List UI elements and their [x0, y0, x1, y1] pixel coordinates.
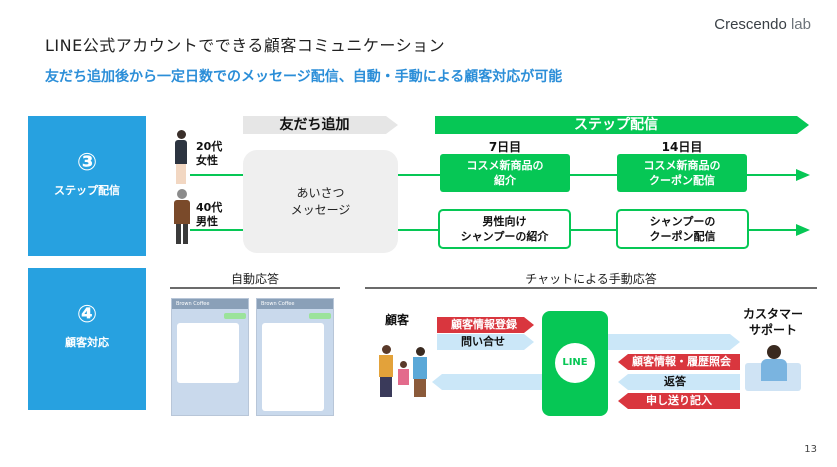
customer-support-label: カスタマー サポート [738, 306, 808, 338]
step-box-cosme-intro-l2: 紹介 [494, 174, 516, 187]
logo-lab: lab [790, 16, 811, 33]
arrow-to-support-head [730, 334, 740, 350]
greeting-line1: あいさつ [296, 185, 345, 200]
phone2-app-bar: Brown Coffee [257, 299, 333, 309]
friend-add-header: 友だち追加 [243, 116, 386, 134]
step-box-shampoo-intro-l2: シャンプーの紹介 [460, 230, 549, 243]
phone2-bot-bubble [262, 323, 324, 411]
step-box-cosme-intro-l1: コスメ新商品の [466, 159, 544, 172]
arrow-customer-lookup: 顧客情報・履歴照会 [628, 354, 740, 370]
manual-reply-header: チャットによる手動応答 [525, 272, 657, 286]
arrow-handover-head [618, 393, 628, 409]
page-title: LINE公式アカウントでできる顧客コミュニケーション [45, 36, 446, 55]
step-box-shampoo-coupon-l2: クーポン配信 [649, 230, 716, 243]
step-box-shampoo-coupon-l1: シャンプーの [649, 215, 716, 228]
arrow-reply-head [618, 374, 628, 390]
auto-reply-phone-2: Brown Coffee [256, 298, 334, 416]
customer-label: 顧客 [385, 313, 410, 327]
support-section-text: 顧客対応 [65, 336, 109, 349]
step-box-cosme-coupon-l2: クーポン配信 [649, 174, 715, 187]
day14-label: 14日目 [661, 140, 703, 154]
support-section-num: ④ [76, 300, 98, 328]
manual-reply-underline [365, 287, 817, 289]
line-logo-icon: LINE [555, 343, 595, 383]
arrow-register-info-head [524, 317, 534, 333]
step-delivery-header-arrow [797, 116, 809, 134]
female-persona-icon [172, 130, 190, 188]
phone1-bot-bubble [177, 323, 239, 383]
line-app-phone: LINE [542, 311, 608, 416]
phone1-app-bar: Brown Coffee [172, 299, 248, 309]
customer-family-icon [372, 345, 432, 400]
brand-logo: Crescendo lab [714, 16, 811, 33]
friend-add-header-arrow [386, 116, 398, 134]
greeting-message-box: あいさつ メッセージ [243, 150, 398, 253]
arrow-lookup-head [618, 354, 628, 370]
persona2-gender: 男性 [196, 215, 218, 228]
arrow-handover-note: 申し送り記入 [628, 393, 740, 409]
auto-reply-underline [170, 287, 340, 289]
step-section-text: ステップ配信 [54, 184, 120, 197]
step-box-shampoo-coupon: シャンプーの クーポン配信 [616, 209, 749, 249]
phone2-user-bubble [309, 313, 331, 319]
logo-main: Crescendo [714, 16, 787, 33]
persona1-gender: 女性 [196, 154, 218, 167]
step-section-label: ③ ステップ配信 [28, 116, 146, 256]
day7-label: 7日目 [488, 140, 522, 154]
support-label-l1: カスタマー [742, 307, 803, 321]
male-persona-icon [172, 189, 192, 245]
page-number: 13 [804, 444, 817, 455]
support-section-label: ④ 顧客対応 [28, 268, 146, 410]
step-box-cosme-coupon-l1: コスメ新商品の [643, 159, 721, 172]
persona1-age: 20代 [196, 140, 223, 153]
step-box-shampoo-intro-l1: 男性向け [482, 215, 527, 228]
support-agent-icon [745, 345, 805, 395]
step-section-num: ③ [76, 148, 98, 176]
arrow-to-support-band [608, 334, 730, 350]
arrow-to-customer-head [432, 374, 442, 390]
arrow-register-info: 顧客情報登録 [437, 317, 524, 333]
step-box-cosme-coupon: コスメ新商品の クーポン配信 [617, 154, 747, 192]
support-label-l2: サポート [748, 323, 797, 337]
greeting-line2: メッセージ [290, 202, 351, 217]
arrow-reply: 返答 [628, 374, 740, 390]
arrow-inquiry: 問い合せ [437, 334, 524, 350]
auto-reply-phone-1: Brown Coffee [171, 298, 249, 416]
persona2-age: 40代 [196, 201, 223, 214]
step-box-cosme-intro: コスメ新商品の 紹介 [440, 154, 570, 192]
step-box-shampoo-intro: 男性向け シャンプーの紹介 [438, 209, 571, 249]
arrow-to-customer-band [442, 374, 542, 390]
auto-reply-header: 自動応答 [230, 272, 279, 286]
phone1-user-bubble [224, 313, 246, 319]
page-subtitle: 友だち追加後から一定日数でのメッセージ配信、自動・手動による顧客対応が可能 [45, 69, 563, 85]
step-delivery-header: ステップ配信 [435, 116, 797, 134]
timeline-arrow-2 [796, 224, 810, 236]
timeline-arrow-1 [796, 169, 810, 181]
arrow-inquiry-head [524, 334, 534, 350]
